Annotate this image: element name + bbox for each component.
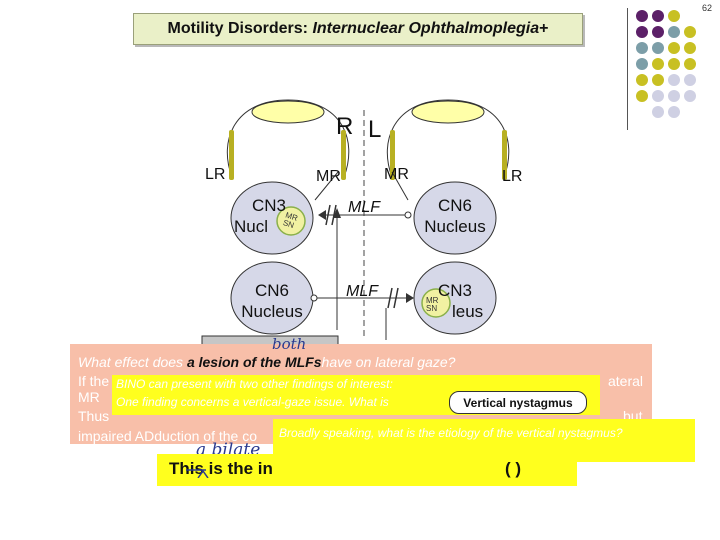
dot: [684, 90, 696, 102]
dot: [668, 26, 680, 38]
question-bold: a lesion of the MLFs: [186, 354, 322, 370]
dot: [684, 58, 696, 70]
divider-line: [627, 8, 628, 130]
page-number: 62: [701, 3, 712, 13]
vertical-nystagmus-answer[interactable]: Vertical nystagmus: [449, 391, 587, 414]
dot: [636, 90, 648, 102]
dot: [668, 10, 680, 22]
cn3-label-line2: Nucl: [234, 217, 269, 236]
conclusion-suffix: ( ): [505, 459, 522, 478]
nerve-line: [314, 171, 339, 201]
cn6-label-right: CN6 Nucleus: [231, 280, 313, 322]
synapse: [404, 211, 412, 219]
cn6-label-line2: Nucleus: [241, 302, 303, 321]
etiology-popup: Broadly speaking, what is the etiology o…: [273, 419, 695, 462]
sn-label: SN: [426, 304, 438, 313]
left-lr-muscle: [502, 130, 507, 180]
dot: [684, 26, 696, 38]
cn6-label-line1: CN6: [254, 281, 289, 300]
question-prefix: What effect does: [78, 354, 187, 370]
arrowhead: [318, 210, 326, 220]
left-eye-outline: [386, 99, 510, 178]
arrowhead: [406, 293, 414, 303]
slide-title: Motility Disorders: Internuclear Ophthal…: [133, 13, 583, 45]
dot: [636, 10, 648, 22]
dot: [636, 42, 648, 54]
cn6-label-left: CN6 Nucleus: [414, 195, 496, 237]
cn6-label-line1: CN6: [437, 196, 472, 215]
right-lr-muscle: [229, 130, 234, 180]
bino-popup-line2: One finding concerns a vertical-gaze iss…: [116, 395, 389, 409]
strikethrough-and-caret: [186, 469, 209, 478]
dot: [652, 74, 664, 86]
synapse: [310, 294, 318, 302]
pink-line-4: impaired ADduction of the co: [78, 428, 257, 444]
title-suffix: +: [539, 20, 549, 37]
cn6-label-line2: Nucleus: [424, 217, 486, 236]
mr-subnucleus-right: [276, 206, 306, 236]
mr-label-right-eye: MR: [316, 168, 341, 185]
handwritten-both: both: [272, 335, 307, 353]
dot: [636, 58, 648, 70]
mr-sn-label-left: MR SN: [426, 297, 438, 313]
dot: [668, 90, 680, 102]
mr-label-left-eye: MR: [384, 166, 409, 183]
cn3-label-line1: CN3: [438, 281, 473, 300]
nerve-line: [391, 171, 409, 201]
dot: [668, 42, 680, 54]
mr-subnucleus-left: [421, 288, 451, 318]
right-cornea: [251, 100, 325, 124]
pink-line-2: MR: [78, 389, 100, 405]
cn3-label-right: CN3 Nucl: [234, 195, 287, 237]
arrowhead: [333, 208, 341, 218]
right-eye-outline: [226, 99, 350, 178]
dot: [652, 42, 664, 54]
pink-line-1-tail: ateral: [608, 373, 644, 389]
cn3-label-line2: leus: [452, 302, 484, 321]
dot: [652, 26, 664, 38]
etiology-question: Broadly speaking, what is the etiology o…: [279, 426, 623, 440]
cn3-label-line1: CN3: [252, 196, 287, 215]
lesion-mark: [331, 204, 337, 226]
dot: [652, 90, 664, 102]
mlf-label-bottom: MLF: [346, 283, 378, 300]
lateral-gaze-question: What effect does a lesion of the MLFshav…: [78, 354, 455, 370]
right-mr-muscle: [341, 130, 346, 180]
mlf-label-top: MLF: [348, 199, 380, 216]
cn6-nucleus-left: [413, 181, 497, 255]
dot: [652, 58, 664, 70]
lesion-mark: [387, 287, 393, 309]
pink-line-3: Thus: [78, 408, 110, 424]
left-cornea: [411, 100, 485, 124]
dot: [636, 26, 648, 38]
title-plain: Motility Disorders:: [167, 20, 308, 37]
dot: [668, 58, 680, 70]
left-mr-muscle: [390, 130, 395, 180]
conclusion-box: This is the in ( ): [157, 454, 577, 486]
dot: [636, 74, 648, 86]
dot: [652, 106, 664, 118]
pink-line-1: If the: [78, 373, 110, 389]
lesion-mark: [325, 204, 331, 226]
question-suffix: have on lateral gaze?: [321, 354, 456, 370]
dot: [652, 10, 664, 22]
dot: [668, 74, 680, 86]
side-label-l: L: [368, 116, 382, 143]
cn3-label-left: CN3 leus: [438, 280, 498, 322]
dot: [684, 42, 696, 54]
side-label-r: R: [336, 113, 354, 140]
lr-label-left-eye: LR: [502, 168, 523, 185]
title-italic: Internuclear Ophthalmoplegia: [312, 20, 540, 37]
lr-label-right-eye: LR: [205, 166, 226, 183]
dot: [668, 106, 680, 118]
mr-label: MR: [426, 296, 439, 305]
lesion-mark: [393, 287, 399, 309]
conclusion-text: This is the in: [169, 459, 273, 478]
bino-popup-line1: BINO can present with two other findings…: [116, 377, 393, 391]
cn3-nucleus-right: [230, 181, 314, 255]
dot: [684, 74, 696, 86]
